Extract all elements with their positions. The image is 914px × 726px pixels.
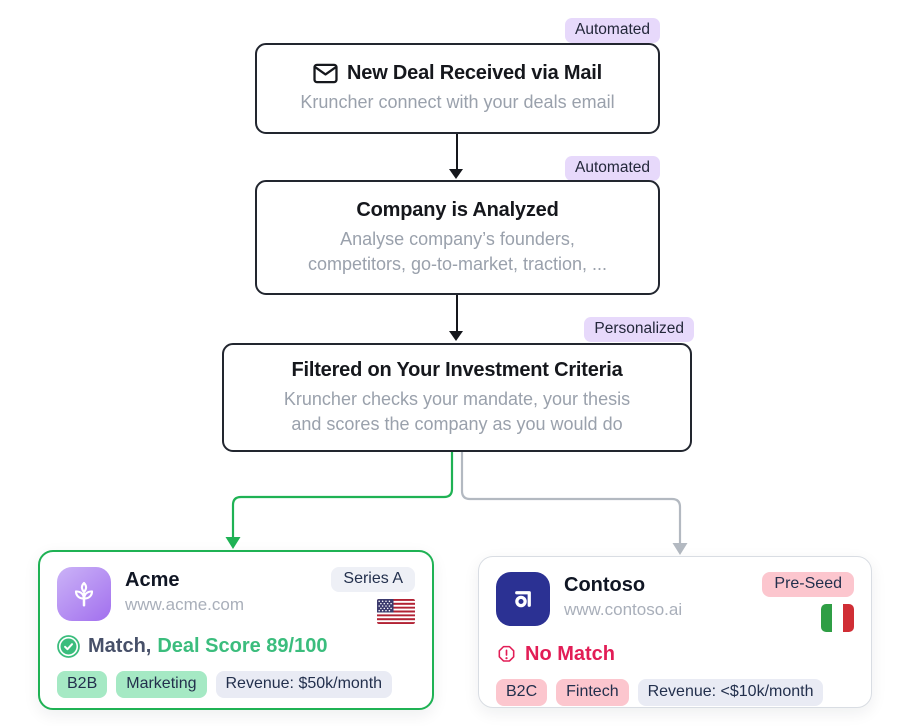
deal-card-no-match: Contoso www.contoso.ai Pre-Seed (478, 556, 872, 708)
deal-score: Deal Score 89/100 (157, 635, 328, 657)
acme-logo (57, 567, 111, 621)
step3-box: Filtered on Your Investment Criteria Kru… (222, 343, 692, 452)
stage-badge: Series A (331, 567, 415, 592)
branch-connectors (225, 452, 688, 555)
company-name: Contoso (564, 574, 646, 596)
contoso-mark-icon (508, 584, 538, 614)
gray-arrow-down-icon (672, 543, 688, 555)
alert-hexagon-icon (496, 644, 517, 665)
mail-icon (313, 63, 338, 84)
green-arrow-down-icon (225, 537, 241, 549)
step1-automated-badge: Automated (565, 18, 660, 43)
tag: Marketing (116, 671, 207, 698)
step3-title: Filtered on Your Investment Criteria (291, 359, 623, 382)
stage-badge: Pre-Seed (762, 572, 854, 597)
tag: B2B (57, 671, 108, 698)
arrow-down-icon (449, 169, 463, 179)
arrow-down-icon (449, 331, 463, 341)
step1-subtitle: Kruncher connect with your deals email (300, 92, 615, 113)
arrow-line-step1-step2 (456, 134, 458, 170)
match-label: Match, (88, 635, 152, 657)
step3-personalized-badge: Personalized (584, 317, 694, 342)
no-match-status-row: No Match (496, 643, 854, 666)
no-match-branch-line (460, 452, 682, 543)
sprout-icon (69, 579, 99, 609)
step3-subtitle: Kruncher checks your mandate, your thesi… (283, 389, 631, 434)
tags-row: B2B Marketing Revenue: $50k/month (57, 671, 415, 698)
step1-title: New Deal Received via Mail (347, 62, 602, 85)
company-url: www.contoso.ai (564, 600, 683, 619)
match-status-row: Match, Deal Score 89/100 (57, 635, 415, 658)
us-flag-icon (377, 599, 415, 624)
tags-row: B2C Fintech Revenue: <$10k/month (496, 679, 854, 706)
tag: Fintech (556, 679, 629, 706)
company-name: Acme (125, 569, 180, 591)
step2-subtitle: Analyse company’s founders, competitors,… (307, 229, 608, 274)
deal-card-match: Acme www.acme.com Series A (38, 550, 434, 710)
italy-flag-icon (821, 604, 854, 632)
arrow-line-step2-step3 (456, 295, 458, 331)
step2-box: Company is Analyzed Analyse company’s fo… (255, 180, 660, 295)
no-match-label: No Match (525, 643, 615, 665)
step1-box: New Deal Received via Mail Kruncher conn… (255, 43, 660, 134)
step2-title: Company is Analyzed (356, 199, 559, 222)
match-branch-line (231, 452, 454, 537)
company-url: www.acme.com (125, 595, 245, 614)
tag: B2C (496, 679, 548, 706)
revenue-tag: Revenue: <$10k/month (637, 679, 824, 706)
check-circle-icon (57, 635, 80, 658)
contoso-logo (496, 572, 550, 626)
step2-automated-badge: Automated (565, 156, 660, 181)
revenue-tag: Revenue: $50k/month (215, 671, 393, 698)
